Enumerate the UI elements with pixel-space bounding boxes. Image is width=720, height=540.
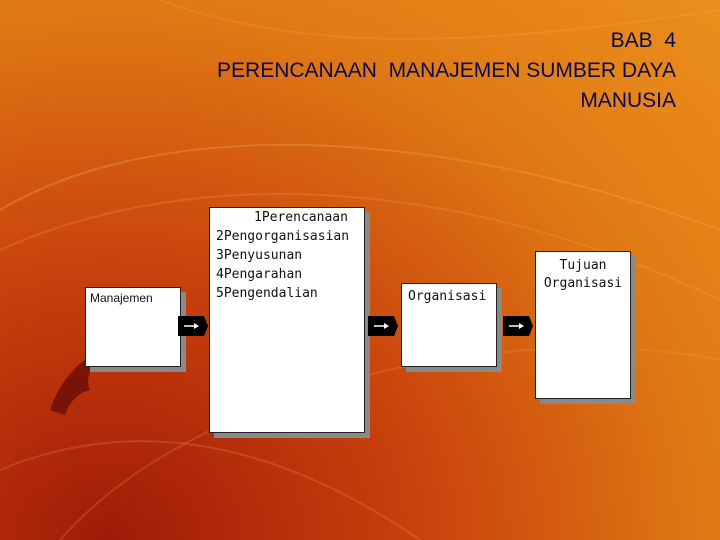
function-item-1: 1Perencanaan bbox=[254, 210, 348, 225]
management-functions-list: 1Perencanaan 2Pengorganisasian 3Penyusun… bbox=[216, 208, 349, 303]
management-functions-box: 1Perencanaan 2Pengorganisasian 3Penyusun… bbox=[209, 207, 365, 433]
title-line-1: BAB 4 bbox=[610, 29, 676, 52]
manajemen-label: Manajemen bbox=[90, 291, 153, 305]
slide-title: BAB 4 PERENCANAAN MANAJEMEN SUMBER DAYA … bbox=[76, 26, 676, 116]
function-item-4: 4Pengarahan bbox=[216, 267, 303, 282]
manajemen-box: Manajemen bbox=[85, 287, 181, 367]
arrow-right-icon bbox=[178, 316, 208, 336]
tujuan-line-2: Organisasi bbox=[543, 276, 623, 291]
function-item-2: 2Pengorganisasian bbox=[216, 229, 350, 244]
tujuan-organisasi-box: Tujuan Organisasi bbox=[535, 251, 631, 399]
function-item-5: 5Pengendalian bbox=[216, 286, 318, 301]
organisasi-box: Organisasi bbox=[401, 283, 497, 367]
title-line-2: PERENCANAAN MANAJEMEN SUMBER DAYA bbox=[217, 59, 676, 82]
arrow-right-icon bbox=[368, 316, 398, 336]
title-line-3: MANUSIA bbox=[580, 89, 676, 112]
tujuan-line-1: Tujuan bbox=[559, 258, 607, 273]
tujuan-organisasi-label: Tujuan Organisasi bbox=[536, 257, 630, 293]
organisasi-label: Organisasi bbox=[408, 289, 487, 304]
function-item-3: 3Penyusunan bbox=[216, 248, 303, 263]
arrow-right-icon bbox=[503, 316, 533, 336]
